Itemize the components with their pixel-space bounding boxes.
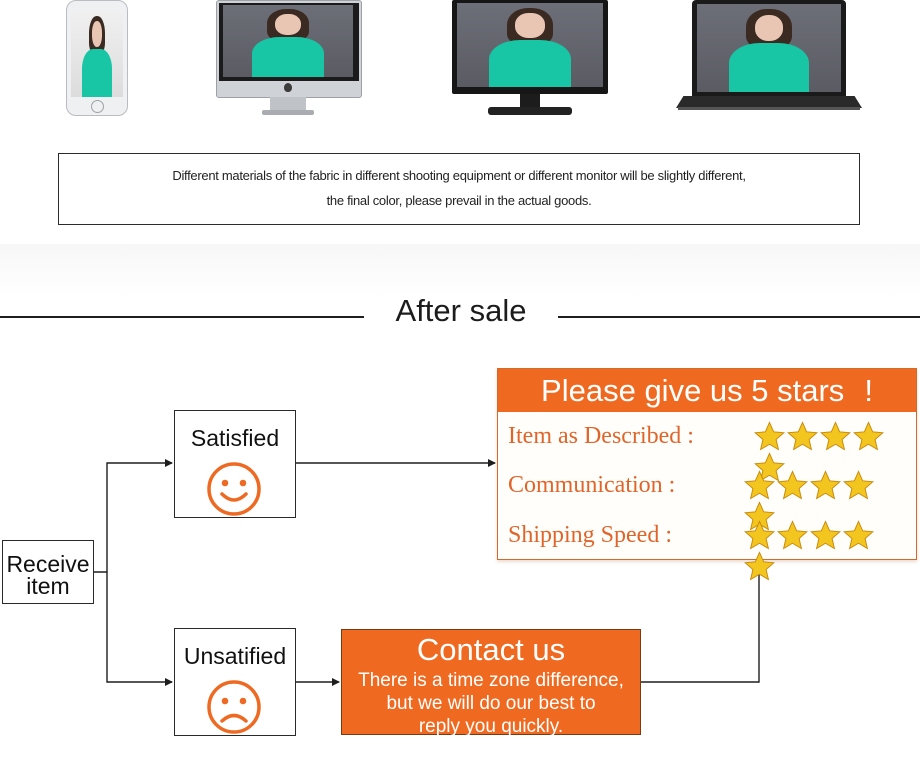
unsatisfied-label: Unsatified <box>183 643 287 669</box>
rating-label: Item as Described : <box>508 423 694 449</box>
rating-label: Shipping Speed : <box>508 522 673 548</box>
monitor-image <box>452 0 608 118</box>
unsatisfied-box: Unsatified <box>174 628 296 736</box>
sad-face-icon <box>207 680 261 734</box>
heading-rule-right <box>558 316 920 318</box>
star-icon <box>777 520 808 550</box>
model-photo <box>457 3 603 87</box>
rating-panel-title: Please give us 5 stars! <box>498 369 916 412</box>
star-icon <box>787 421 818 451</box>
rating-title-text: Please give us 5 stars <box>541 373 845 408</box>
star-icon <box>744 520 775 550</box>
receive-item-box: Receive item <box>2 540 94 604</box>
model-photo <box>71 11 123 97</box>
model-photo <box>223 5 353 77</box>
star-icon <box>810 470 841 500</box>
star-rating <box>754 421 908 483</box>
star-rating <box>744 470 908 532</box>
color-disclaimer-box: Different materials of the fabric in dif… <box>58 153 860 225</box>
star-icon <box>754 452 785 482</box>
contact-message-line: reply you quickly. <box>418 716 564 737</box>
contact-message-line: but we will do our best to <box>386 693 596 714</box>
contact-title: Contact us <box>416 632 566 667</box>
smiley-face-icon <box>207 462 261 516</box>
smartphone-image <box>66 0 128 116</box>
star-icon <box>853 421 884 451</box>
star-icon <box>744 551 775 581</box>
receive-item-label: Receive <box>6 551 90 577</box>
receive-item-label: item <box>26 573 70 599</box>
model-photo <box>697 4 841 92</box>
star-icon <box>777 470 808 500</box>
rating-row-communication: Communication : <box>508 466 908 531</box>
satisfied-box: Satisfied <box>174 410 296 518</box>
rating-request-panel: Please give us 5 stars! Item as Describe… <box>497 368 917 581</box>
satisfied-label: Satisfied <box>190 425 280 451</box>
disclaimer-line-2: the final color, please prevail in the a… <box>326 193 592 208</box>
star-icon <box>754 421 785 451</box>
rating-title-mark: ! <box>864 373 873 408</box>
star-icon <box>810 520 841 550</box>
star-rating <box>744 520 908 582</box>
desktop-computer-image <box>216 0 362 116</box>
star-icon <box>820 421 851 451</box>
rating-row-shipping-speed: Shipping Speed : <box>508 516 908 581</box>
star-icon <box>843 520 874 550</box>
home-button-icon <box>91 100 104 113</box>
heading-rule-left <box>0 316 364 318</box>
contact-message-line: There is a time zone difference, <box>358 670 624 691</box>
apple-logo-icon <box>284 83 292 92</box>
disclaimer-line-1: Different materials of the fabric in dif… <box>172 168 746 183</box>
contact-us-box: Contact us There is a time zone differen… <box>341 629 641 737</box>
after-sale-heading: After sale <box>395 293 527 328</box>
laptop-image <box>676 0 862 112</box>
rating-row-item-described: Item as Described : <box>508 417 908 482</box>
star-icon <box>744 470 775 500</box>
star-icon <box>843 470 874 500</box>
rating-label: Communication : <box>508 472 676 498</box>
